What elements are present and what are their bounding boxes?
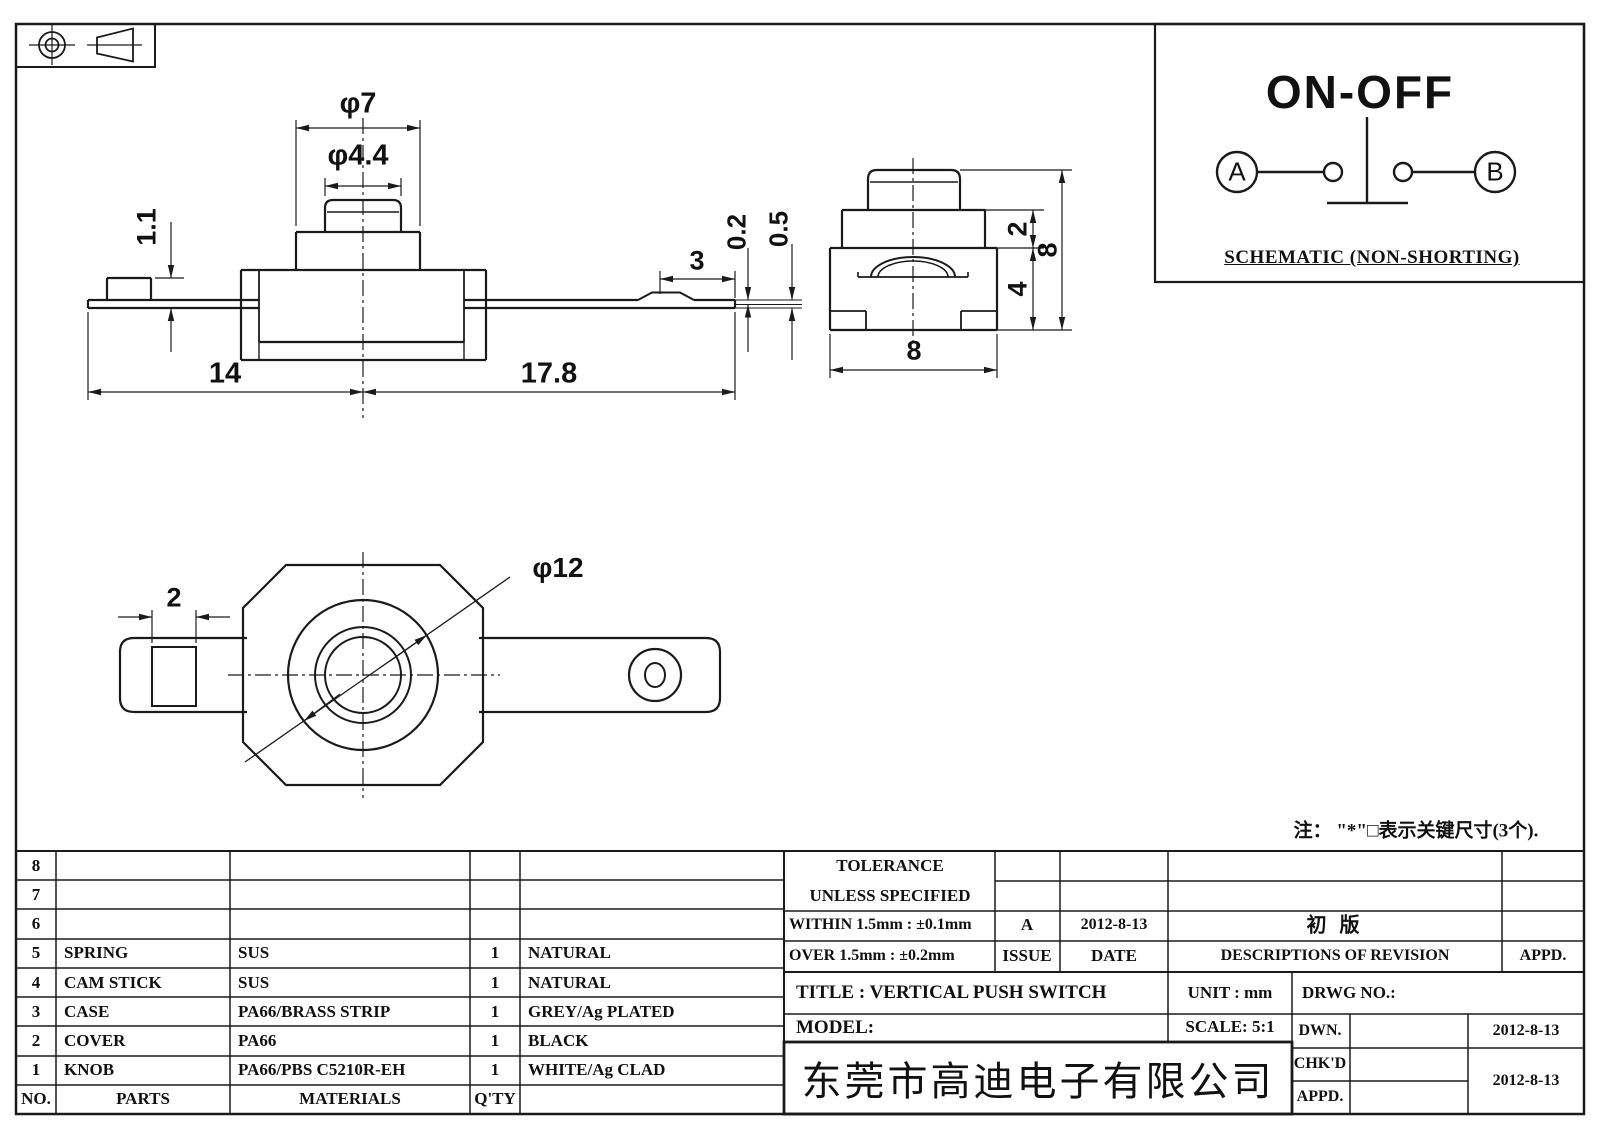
table-cell-material: PA66 bbox=[238, 1031, 277, 1050]
issue-value: A bbox=[1020, 915, 1034, 934]
table-cell-finish: GREY/Ag PLATED bbox=[528, 1002, 675, 1021]
table-cell-finish: BLACK bbox=[528, 1031, 589, 1050]
table-cell-material: SUS bbox=[238, 973, 270, 992]
table-cell-finish: WHITE/Ag CLAD bbox=[528, 1060, 666, 1079]
table-cell-qty: 1 bbox=[490, 1031, 500, 1050]
dimension-lines bbox=[87, 120, 1072, 763]
schematic-circuit-icon bbox=[1153, 22, 1586, 284]
issue-label: ISSUE bbox=[1002, 946, 1052, 965]
key-dimension-note: 注： "*"□表示关键尺寸(3个). bbox=[1293, 820, 1539, 842]
table-cell-qty: 1 bbox=[490, 1060, 500, 1079]
tolerance-within: WITHIN 1.5mm : ±0.1mm bbox=[789, 916, 972, 933]
dim-phi7: φ7 bbox=[339, 87, 377, 120]
scale-label: SCALE: 5:1 bbox=[1185, 1017, 1275, 1036]
tolerance-over: OVER 1.5mm : ±0.2mm bbox=[789, 947, 955, 964]
date-label: DATE bbox=[1091, 946, 1137, 965]
table-cell-no: 1 bbox=[31, 1060, 41, 1079]
table-cell-part: SPRING bbox=[64, 943, 129, 962]
bottom-view-centerlines bbox=[228, 552, 500, 798]
table-cell-qty: 1 bbox=[490, 973, 500, 992]
schematic-title: ON-OFF bbox=[1265, 66, 1455, 118]
dim-0-2: 0.2 bbox=[721, 213, 752, 251]
table-cell-material: PA66/BRASS STRIP bbox=[238, 1002, 391, 1021]
dim-side-8-width: 8 bbox=[906, 335, 922, 366]
table-header-qty: Q'TY bbox=[474, 1089, 516, 1108]
table-cell-no: 4 bbox=[31, 973, 41, 992]
dim-phi4-4: φ4.4 bbox=[327, 139, 389, 172]
table-cell-no: 5 bbox=[31, 943, 41, 962]
table-cell-material: PA66/PBS C5210R-EH bbox=[238, 1060, 406, 1079]
revision-description-value: 初 版 bbox=[1306, 914, 1364, 937]
dim-17-8: 17.8 bbox=[520, 357, 578, 390]
table-cell-part: KNOB bbox=[64, 1060, 115, 1079]
table-cell-no: 8 bbox=[31, 856, 41, 875]
tolerance-title: TOLERANCE bbox=[836, 856, 944, 875]
dwn-date: 2012-8-13 bbox=[1492, 1022, 1560, 1039]
dim-phi12: φ12 bbox=[532, 552, 584, 583]
table-cell-finish: NATURAL bbox=[528, 943, 611, 962]
dim-side-8-height: 8 bbox=[1032, 242, 1063, 258]
appd-column-label: APPD. bbox=[1519, 947, 1567, 964]
chkd-date: 2012-8-13 bbox=[1492, 1072, 1560, 1089]
revision-description-label: DESCRIPTIONS OF REVISION bbox=[1220, 947, 1450, 964]
dim-side-4: 4 bbox=[1002, 281, 1033, 297]
dim-14: 14 bbox=[208, 357, 242, 390]
terminal-b-label: B bbox=[1486, 156, 1504, 187]
drwg-no-label: DRWG NO.: bbox=[1302, 983, 1396, 1002]
dwn-label: DWN. bbox=[1298, 1022, 1342, 1039]
table-cell-no: 7 bbox=[31, 885, 41, 904]
table-cell-no: 6 bbox=[31, 914, 41, 933]
front-view-outline bbox=[86, 198, 737, 362]
dim-1-1: 1.1 bbox=[131, 208, 162, 246]
drawing-title: TITLE : VERTICAL PUSH SWITCH bbox=[796, 982, 1107, 1003]
table-cell-qty: 1 bbox=[490, 943, 500, 962]
model-label: MODEL: bbox=[796, 1017, 875, 1038]
dim-side-2: 2 bbox=[1002, 221, 1033, 237]
company-name: 东莞市高迪电子有限公司 bbox=[801, 1060, 1275, 1104]
table-grid bbox=[16, 850, 1584, 1116]
table-cell-no: 2 bbox=[31, 1031, 41, 1050]
schematic-caption: SCHEMATIC (NON-SHORTING) bbox=[1224, 247, 1520, 268]
table-cell-part: CAM STICK bbox=[64, 973, 162, 992]
dim-0-5: 0.5 bbox=[763, 210, 794, 248]
projection-symbol-icon bbox=[15, 23, 156, 68]
table-cell-part: CASE bbox=[64, 1002, 110, 1021]
terminal-a-label: A bbox=[1228, 156, 1246, 187]
dim-bottom-2: 2 bbox=[166, 582, 182, 613]
unit-label: UNIT : mm bbox=[1187, 983, 1273, 1002]
table-cell-material: SUS bbox=[238, 943, 270, 962]
appd-label: APPD. bbox=[1296, 1088, 1344, 1105]
table-header-no: NO. bbox=[21, 1089, 51, 1108]
table-cell-qty: 1 bbox=[490, 1002, 500, 1021]
revision-date-value: 2012-8-13 bbox=[1080, 916, 1148, 933]
table-cell-finish: NATURAL bbox=[528, 973, 611, 992]
chkd-label: CHK'D bbox=[1293, 1055, 1347, 1072]
table-cell-no: 3 bbox=[31, 1002, 41, 1021]
tolerance-subtitle: UNLESS SPECIFIED bbox=[809, 886, 971, 905]
dim-3: 3 bbox=[689, 245, 705, 276]
table-header-parts: PARTS bbox=[116, 1089, 170, 1108]
table-cell-part: COVER bbox=[64, 1031, 126, 1050]
table-header-materials: MATERIALS bbox=[299, 1089, 401, 1108]
